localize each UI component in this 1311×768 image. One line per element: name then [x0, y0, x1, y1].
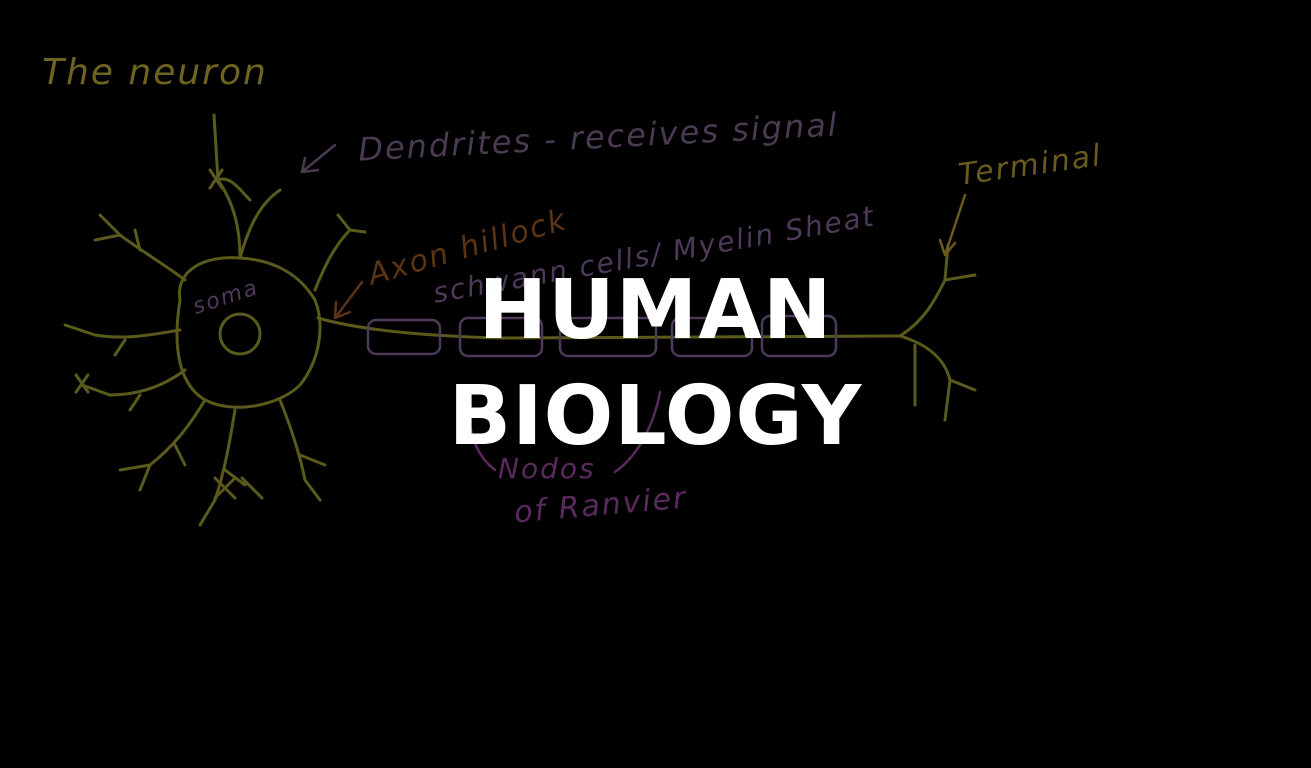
node-arrow-right: [613, 390, 662, 474]
dendrite-arrow: [300, 143, 337, 174]
the-neuron-label: The neuron: [42, 52, 268, 93]
node-arrow-left: [466, 398, 497, 472]
myelin-segment: [458, 316, 544, 358]
nucleus: [218, 312, 262, 356]
myelin-segment: [366, 318, 442, 356]
soma-outline: [175, 256, 322, 409]
nodes-label-line1: Nodos: [498, 452, 596, 485]
topic-title-line1: HUMAN: [478, 263, 833, 358]
topic-title-line2: BIOLOGY: [448, 369, 863, 464]
axon: [316, 316, 902, 340]
myelin-segment: [760, 314, 838, 358]
topic-title: HUMAN BIOLOGY: [0, 258, 1311, 470]
myelin-segment: [558, 316, 658, 358]
myelin-segment: [670, 316, 754, 358]
hillock-arrow: [333, 280, 364, 320]
terminal-arrow: [938, 193, 967, 257]
